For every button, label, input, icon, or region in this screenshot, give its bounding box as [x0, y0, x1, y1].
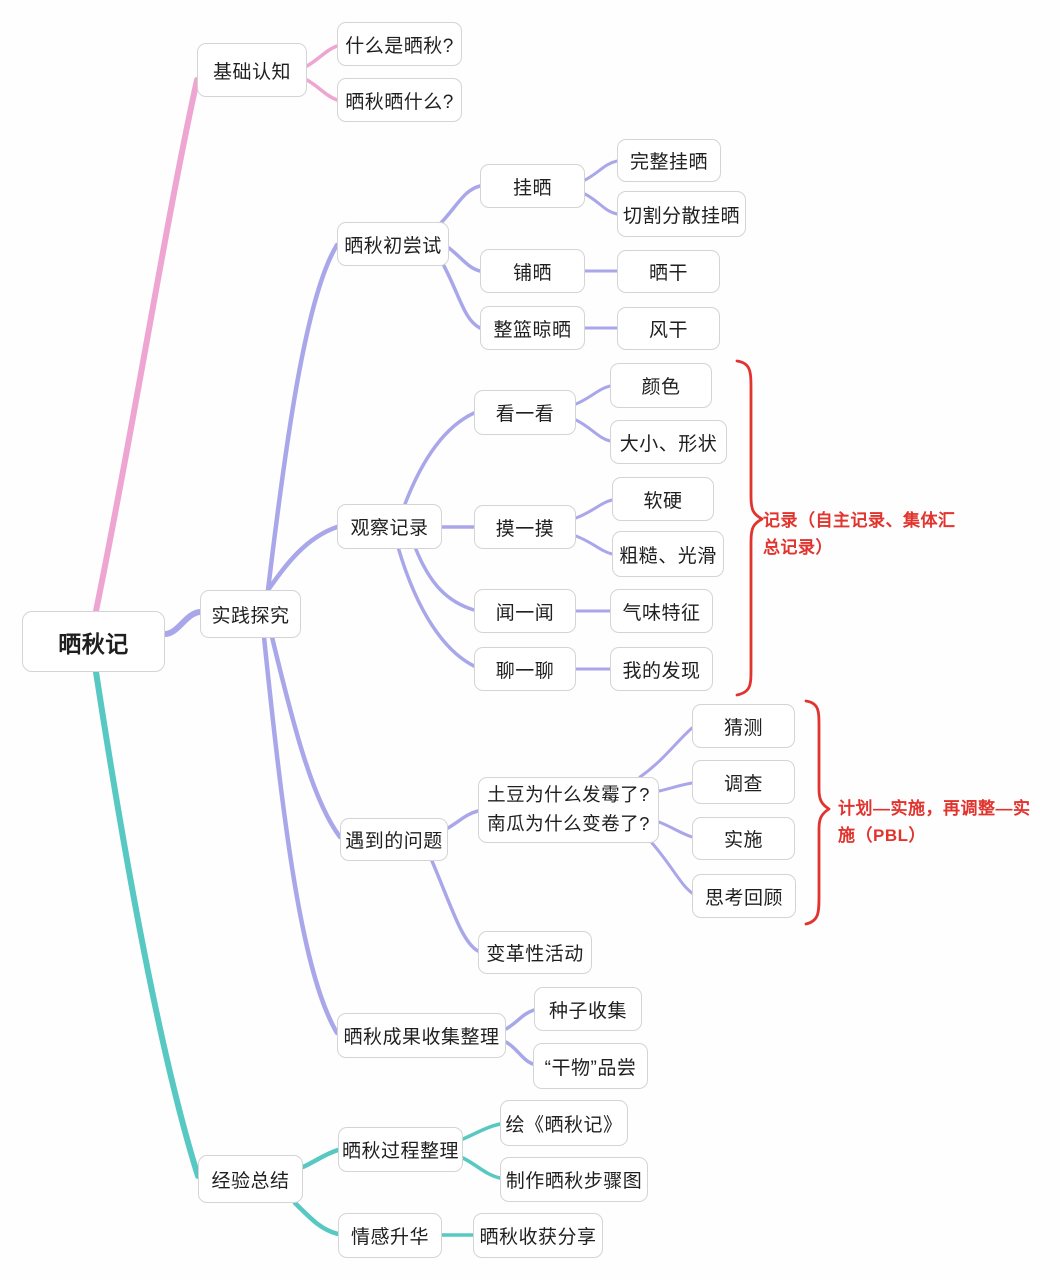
node-practice-exploration[interactable]: 实践探究	[200, 590, 301, 638]
node-seed-collection[interactable]: 种子收集	[534, 987, 642, 1031]
edge-attempt-basket	[441, 262, 482, 330]
edge-summary-process	[300, 1147, 341, 1170]
edge-look-size	[574, 418, 612, 443]
node-why-moldy[interactable]: 土豆为什么发霉了? 南瓜为什么变卷了?	[478, 777, 659, 843]
edge-why-implement	[657, 820, 694, 839]
node-emotion-sublimation[interactable]: 情感升华	[338, 1213, 442, 1258]
node-talk[interactable]: 聊一聊	[474, 647, 576, 691]
edge-look-color	[574, 384, 612, 406]
node-rough-smooth[interactable]: 粗糙、光滑	[612, 531, 724, 577]
edge-why-guess	[638, 726, 694, 779]
node-shaiqiu-what[interactable]: 晒秋晒什么?	[337, 78, 462, 122]
node-smell[interactable]: 闻一闻	[474, 589, 576, 633]
node-what-is-shaiqiu[interactable]: 什么是晒秋?	[337, 22, 462, 66]
node-cut-scatter-hang-dry[interactable]: 切割分散挂晒	[617, 191, 746, 237]
summary-brace-pbl	[804, 699, 831, 926]
edge-observe-talk	[396, 545, 476, 668]
node-spread-dry[interactable]: 铺晒	[480, 249, 585, 293]
edge-touch-softhard	[574, 498, 614, 520]
edge-harvest-seed	[504, 1008, 536, 1031]
node-guess[interactable]: 猜测	[692, 704, 795, 748]
node-dried-tasting[interactable]: “干物”品尝	[533, 1043, 648, 1089]
node-look[interactable]: 看一看	[474, 390, 576, 435]
node-problems[interactable]: 遇到的问题	[340, 818, 448, 861]
node-touch[interactable]: 摸一摸	[474, 505, 576, 549]
node-color[interactable]: 颜色	[610, 363, 712, 408]
node-size-shape[interactable]: 大小、形状	[610, 420, 727, 464]
edge-why-investigate	[657, 781, 694, 793]
node-basket-dry[interactable]: 整篮晾晒	[480, 306, 585, 350]
edge-practice-first-attempt	[265, 242, 340, 593]
edge-root-summary	[93, 669, 201, 1179]
node-air-dry[interactable]: 风干	[617, 307, 720, 350]
node-implement[interactable]: 实施	[692, 817, 795, 860]
node-observation-record[interactable]: 观察记录	[337, 504, 442, 549]
edge-hang-whole	[583, 159, 619, 182]
edge-attempt-spread	[447, 246, 482, 273]
edge-root-basic-cognition	[93, 77, 200, 614]
edge-observe-look	[403, 411, 476, 506]
edge-touch-rough	[574, 534, 614, 556]
node-my-discovery[interactable]: 我的发现	[610, 647, 713, 691]
node-whole-hang-dry[interactable]: 完整挂晒	[617, 139, 721, 182]
node-investigate[interactable]: 调查	[692, 760, 795, 804]
node-steps-diagram[interactable]: 制作晒秋步骤图	[500, 1157, 648, 1202]
edge-attempt-hang	[438, 184, 482, 226]
edge-problems-why	[446, 809, 480, 830]
edge-summary-emotion	[292, 1200, 341, 1237]
edge-root-practice	[162, 609, 203, 637]
edge-observe-smell	[413, 545, 476, 612]
node-transformative-activity[interactable]: 变革性活动	[478, 931, 592, 974]
edge-practice-observation	[265, 524, 340, 593]
node-basic-cognition[interactable]: 基础认知	[197, 43, 307, 97]
node-smell-feature[interactable]: 气味特征	[610, 589, 713, 633]
summary-brace-record	[735, 359, 764, 697]
node-experience-summary[interactable]: 经验总结	[198, 1155, 303, 1203]
annotation-pbl: 计划—实施，再调整—实施（PBL）	[838, 799, 1031, 845]
edge-practice-harvest	[261, 634, 340, 1036]
node-sun-dry[interactable]: 晒干	[617, 250, 720, 293]
edge-harvest-tasting	[504, 1040, 535, 1066]
edge-process-draw	[461, 1122, 502, 1141]
annotation-record: 记录（自主记录、集体汇总记录）	[763, 511, 956, 557]
node-first-attempt[interactable]: 晒秋初尝试	[337, 222, 449, 266]
edge-problems-activity	[430, 859, 480, 953]
node-root[interactable]: 晒秋记	[22, 611, 165, 672]
node-harvest-collection[interactable]: 晒秋成果收集整理	[337, 1013, 506, 1058]
node-reflect[interactable]: 思考回顾	[692, 874, 796, 918]
edge-hang-cut	[583, 192, 619, 216]
node-hang-dry[interactable]: 挂晒	[480, 164, 585, 208]
edge-process-steps	[461, 1156, 502, 1180]
node-soft-hard[interactable]: 软硬	[612, 477, 714, 521]
node-process-organize[interactable]: 晒秋过程整理	[338, 1127, 463, 1172]
edge-why-reflect	[650, 841, 694, 895]
edge-basic-what-is	[305, 44, 339, 68]
edge-basic-dry-what	[305, 78, 339, 102]
node-draw-book[interactable]: 绘《晒秋记》	[500, 1100, 628, 1146]
edge-practice-problems	[269, 634, 343, 840]
node-harvest-sharing[interactable]: 晒秋收获分享	[473, 1213, 603, 1258]
